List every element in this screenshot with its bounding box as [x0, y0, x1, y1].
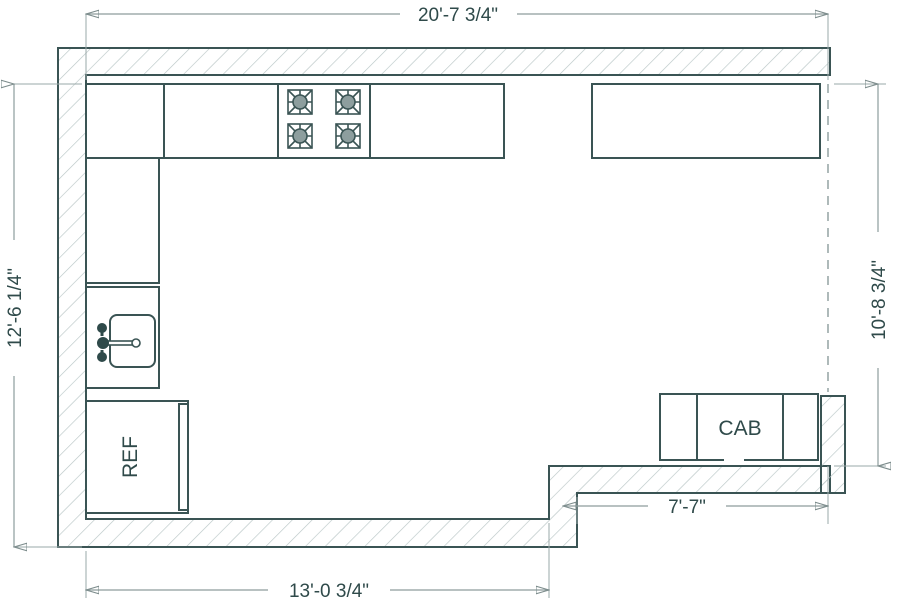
dimension-top: 20'-7 3/4" — [86, 5, 828, 80]
faucet-spout-outlet — [131, 338, 141, 348]
wall-right-return — [820, 395, 846, 494]
cabinet-island-group — [659, 393, 819, 462]
refrigerator-body — [85, 400, 189, 514]
dimension-left-label: 12'-6 1/4" — [5, 268, 26, 348]
dimension-right-label: 10'-8 3/4" — [869, 260, 890, 340]
burner-bottom-right — [335, 123, 361, 149]
counter-top-run-a — [163, 83, 279, 159]
faucet-handle-upper — [97, 323, 107, 336]
burner-bottom-left — [287, 123, 313, 149]
wall-band — [57, 47, 831, 548]
burner-top-left — [287, 89, 313, 115]
dimension-right: 10'-8 3/4" — [834, 84, 890, 466]
dimension-top-label: 20'-7 3/4" — [418, 5, 498, 26]
counter-left-tall — [85, 157, 160, 284]
dimension-bottom-right-label: 7'-7" — [668, 497, 706, 518]
faucet-handle-lower — [97, 350, 107, 362]
dimension-bottom-left-label: 13'-0 3/4" — [289, 581, 369, 602]
dimension-bottom-left: 13'-0 3/4" — [86, 523, 549, 602]
burner-top-right — [335, 89, 361, 115]
cooktop-burners-group — [287, 89, 361, 149]
refrigerator-label: REF — [119, 436, 142, 478]
cabinet-island-inner — [696, 393, 784, 461]
cabinet-label: CAB — [718, 417, 761, 440]
dimension-left: 12'-6 1/4" — [5, 84, 82, 547]
walls-group — [57, 47, 846, 548]
counter-top-right — [591, 83, 821, 159]
faucet-base — [97, 337, 109, 349]
dimension-bottom-right: 7'-7" — [563, 466, 828, 524]
counter-top-left-corner — [85, 83, 165, 159]
refrigerator-door-strip — [178, 403, 189, 511]
counter-top-run-b — [369, 83, 505, 159]
sink-group — [97, 314, 156, 368]
